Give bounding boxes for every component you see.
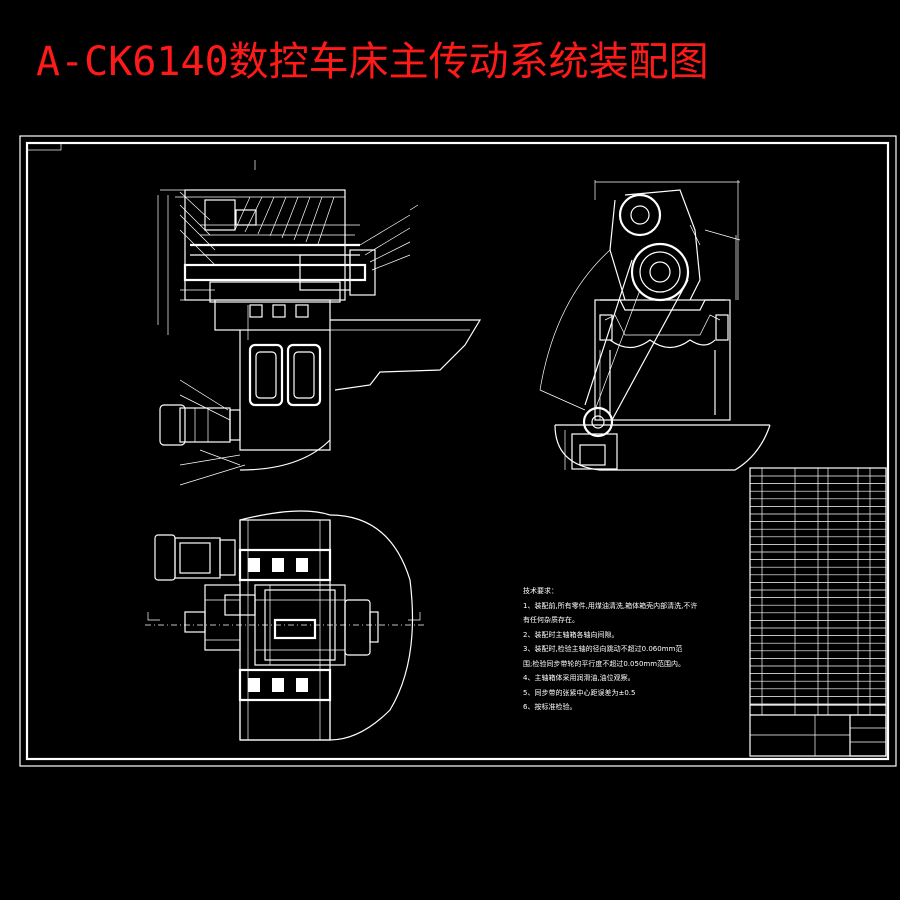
notes-line: 围;检验同步带轮的平行度不超过0.050mm范围内。 xyxy=(523,659,686,668)
notes-heading: 技术要求： xyxy=(523,587,558,595)
front-section-view xyxy=(157,160,482,486)
corner-code-box xyxy=(26,142,62,151)
notes-line: 有任何杂质存在。 xyxy=(523,616,579,624)
parts-list-table xyxy=(749,467,887,757)
notes-line: 6、按标准检验。 xyxy=(523,703,577,711)
notes-line: 3、装配时,检验主轴的径向跳动不超过0.060mm范 xyxy=(523,645,683,653)
drawing-title: A-CK6140数控车床主传动系统装配图 xyxy=(36,39,709,85)
notes-line: 1、装配前,所有零件,用煤油清洗,箱体箱壳内部清洗,不许 xyxy=(523,601,698,610)
notes-line: 2、装配时主轴箱各轴向间隙。 xyxy=(523,630,619,639)
technical-requirements: 技术要求： 1、装配前,所有零件,用煤油清洗,箱体箱壳内部清洗,不许 有任何杂质… xyxy=(523,584,753,715)
side-view xyxy=(539,180,771,471)
sheet-inner-border xyxy=(25,141,890,761)
notes-line: 4、主轴箱体采用润滑油,油位观察。 xyxy=(523,674,635,682)
plan-view xyxy=(145,510,425,741)
sheet-outer-border xyxy=(19,135,897,767)
notes-line: 5、同步带的张紧中心距误差为±0.5 xyxy=(523,688,636,697)
